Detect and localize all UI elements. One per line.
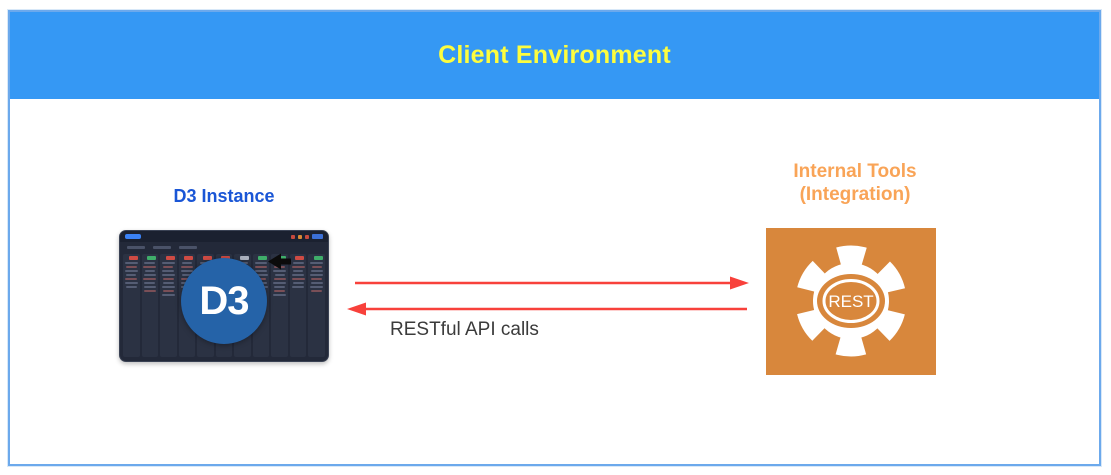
card-text-line: [273, 270, 287, 272]
card-text-line: [273, 294, 286, 296]
card-text-line: [274, 286, 286, 288]
card-text-line: [144, 286, 156, 288]
dashboard-column: [160, 254, 177, 357]
card-text-line: [143, 290, 157, 292]
card-text-line: [180, 270, 194, 272]
column-status-badge: [165, 256, 175, 260]
card-text-line: [143, 278, 157, 280]
card-text-line: [310, 270, 323, 272]
card-text-line: [273, 290, 286, 292]
d3-instance-label: D3 Instance: [173, 186, 275, 206]
internal-tools-label-line2: (Integration): [799, 184, 911, 205]
card-text-line: [273, 278, 286, 280]
page-title: Client Environment: [438, 41, 671, 69]
card-text-line: [292, 262, 304, 264]
column-status-badge: [202, 256, 212, 260]
card-text-line: [181, 274, 193, 276]
card-text-line: [255, 270, 267, 272]
card-text-line: [161, 274, 175, 276]
internal-tools-box: REST: [766, 228, 936, 375]
status-dot: [298, 234, 302, 239]
card-text-line: [310, 262, 324, 264]
card-text-line: [125, 286, 137, 288]
column-status-badge: [295, 256, 305, 260]
client-environment-header: Client Environment: [10, 12, 1099, 99]
card-text-line: [144, 282, 156, 284]
card-text-line: [162, 282, 175, 284]
column-status-badge: [276, 256, 286, 260]
column-status-badge: [258, 256, 268, 260]
arrow-right-icon: [355, 276, 749, 290]
card-text-line: [255, 262, 267, 264]
card-text-line: [180, 266, 193, 268]
card-text-line: [161, 294, 175, 296]
card-text-line: [162, 290, 175, 292]
card-text-line: [292, 286, 304, 288]
card-text-line: [125, 266, 137, 268]
card-text-line: [293, 270, 304, 272]
card-text-line: [311, 290, 323, 292]
status-dot: [305, 234, 309, 239]
card-text-line: [310, 282, 323, 284]
card-text-line: [311, 266, 322, 268]
internal-tools-label-line1: Internal Tools: [793, 161, 917, 182]
card-text-line: [162, 286, 175, 288]
dashboard-column: [289, 254, 307, 357]
column-status-badge: [184, 256, 194, 260]
card-text-line: [125, 262, 138, 264]
dashboard-column: [141, 254, 159, 357]
card-text-line: [273, 282, 287, 284]
card-text-line: [144, 262, 156, 264]
card-text-line: [181, 262, 192, 264]
card-text-line: [143, 274, 156, 276]
card-text-line: [292, 282, 304, 284]
arrow-left-icon: [347, 302, 747, 316]
dashboard-tab: [179, 245, 197, 249]
card-text-line: [310, 274, 324, 276]
card-text-line: [143, 266, 157, 268]
dashboard-tab: [153, 245, 171, 249]
black-left-arrow-cursor-icon: [268, 253, 291, 270]
d3-dashboard-screenshot: D3: [119, 230, 329, 362]
card-text-line: [162, 270, 175, 272]
card-text-line: [126, 274, 137, 276]
card-text-line: [311, 278, 323, 280]
internal-tools-label: Internal Tools (Integration): [758, 160, 952, 206]
d3-logo: D3: [181, 258, 267, 345]
card-text-line: [254, 266, 268, 268]
dashboard-topbar: [120, 231, 328, 242]
dashboard-column: [308, 254, 326, 357]
restful-api-calls-label: RESTful API calls: [390, 319, 539, 340]
column-status-badge: [128, 256, 138, 260]
dashboard-column: [123, 254, 140, 357]
d3-logo-text: D3: [199, 278, 249, 323]
rest-gear-text: REST: [828, 292, 873, 311]
card-text-line: [291, 266, 305, 268]
dashboard-logo-pill: [125, 234, 141, 239]
card-text-line: [162, 278, 174, 280]
status-dot: [291, 234, 295, 239]
card-text-line: [124, 270, 138, 272]
restful-api-arrows: [347, 276, 749, 316]
card-text-line: [125, 278, 138, 280]
column-status-badge: [221, 256, 231, 260]
rest-gear-icon: REST: [795, 245, 907, 357]
card-text-line: [254, 274, 268, 276]
card-text-line: [292, 274, 305, 276]
card-text-line: [274, 274, 285, 276]
card-text-line: [291, 278, 305, 280]
column-status-badge: [239, 256, 249, 260]
column-status-badge: [314, 256, 324, 260]
card-text-line: [310, 286, 323, 288]
card-text-line: [124, 282, 138, 284]
dashboard-tab: [127, 245, 145, 249]
card-text-line: [161, 262, 175, 264]
dashboard-toolbar: [120, 242, 328, 252]
card-text-line: [163, 266, 174, 268]
dashboard-topbar-button: [312, 234, 323, 239]
card-text-line: [144, 270, 155, 272]
column-status-badge: [147, 256, 157, 260]
